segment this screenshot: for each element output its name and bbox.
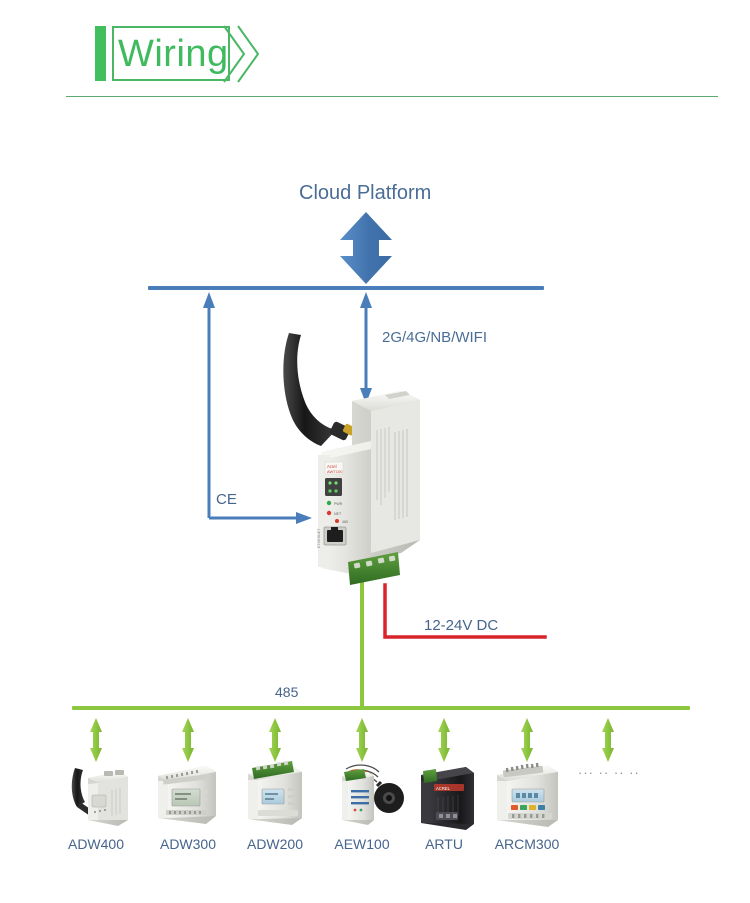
header-title-box (112, 26, 230, 81)
device-label-arcm300: ARCM300 (494, 836, 560, 852)
device-arcm300 (497, 762, 558, 827)
device-adw300 (158, 766, 216, 824)
green-screw-terminal-icon (348, 552, 400, 585)
svg-text:Acrel: Acrel (327, 464, 337, 469)
svg-text:ETHERNET: ETHERNET (317, 528, 321, 548)
device-artu: ACREL (421, 767, 474, 830)
iot-gateway-device: Acrel AWT100 PWR NET 485 ETHE (283, 333, 420, 585)
device-label-artu: ARTU (425, 836, 463, 852)
device-label-adw200: ADW200 (246, 836, 304, 852)
wireless-protocol-label: 2G/4G/NB/WIFI (382, 329, 488, 346)
device-adw200 (248, 760, 302, 825)
chevron-right-icon (223, 25, 260, 83)
device-bus-arrows (90, 718, 614, 762)
rs485-bus-label: 485 (275, 684, 299, 700)
current-transformer-icon (374, 780, 404, 813)
svg-text:485: 485 (342, 520, 348, 524)
device-label-adw400: ADW400 (67, 836, 125, 852)
whip-antenna-icon (283, 333, 356, 446)
cloud-link-arrow (340, 212, 392, 284)
more-devices-ellipsis: ··· ·· ·· ·· (578, 765, 640, 780)
wireless-uplink-arrow (360, 292, 372, 404)
header-divider (66, 96, 718, 97)
cloud-platform-label: Cloud Platform (299, 182, 432, 204)
svg-text:ACREL: ACREL (436, 786, 451, 791)
ethernet-label: CE (216, 491, 237, 508)
header-accent-bar (95, 26, 106, 81)
page-header: Wiring (0, 0, 750, 110)
page-title: Wiring (118, 33, 229, 75)
svg-text:AWT100: AWT100 (327, 469, 343, 474)
cloud-backbone-line (148, 286, 544, 290)
device-label-aew100: AEW100 (334, 836, 390, 852)
ce-connection-path (203, 292, 312, 524)
device-aew100 (342, 764, 404, 825)
device-adw400 (71, 768, 128, 826)
svg-text:PWR: PWR (334, 502, 343, 506)
power-supply-label: 12-24V DC (424, 617, 499, 634)
device-label-adw300: ADW300 (159, 836, 217, 852)
rs485-bus-line (72, 706, 690, 710)
svg-text:NET: NET (334, 512, 342, 516)
rj45-port-icon (323, 526, 347, 546)
